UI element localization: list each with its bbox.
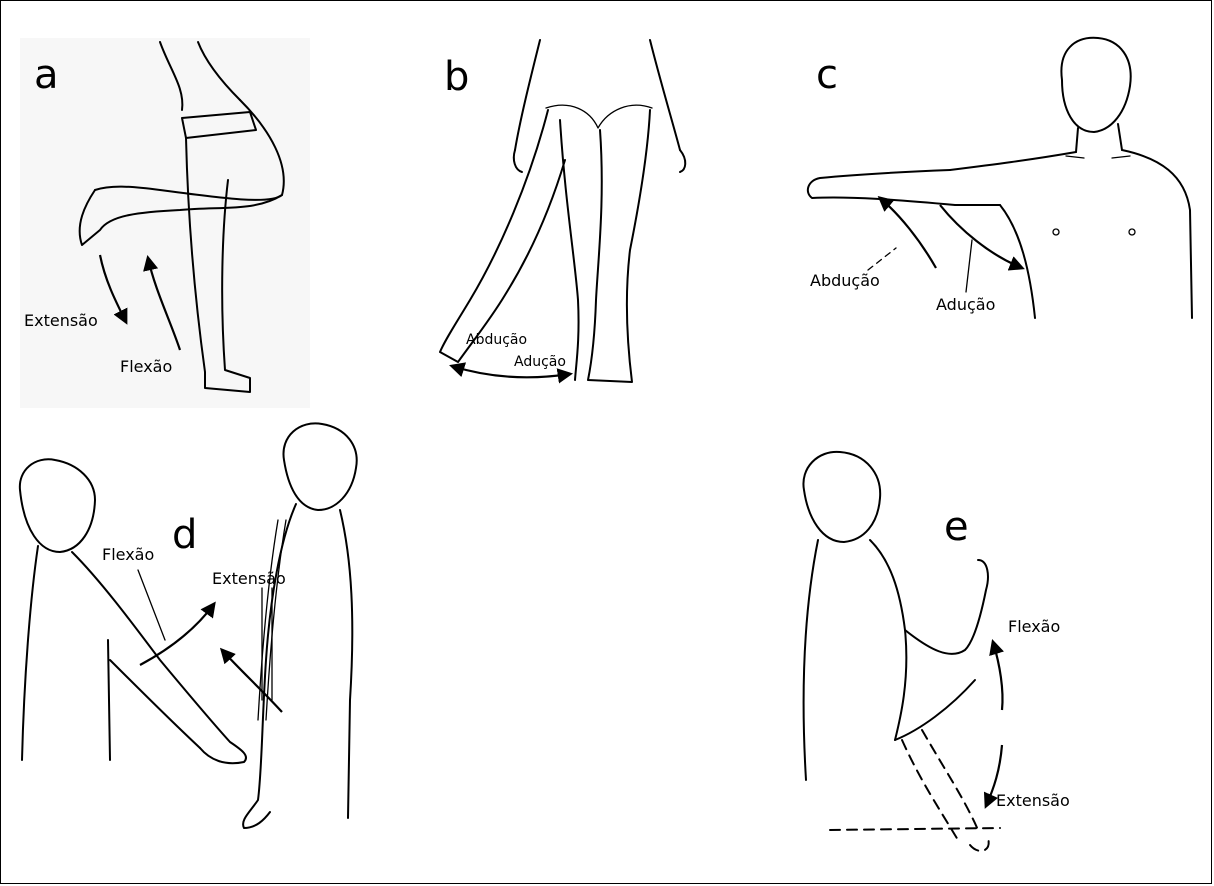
flexion-arrow xyxy=(140,604,214,665)
label-flexion: Flexão xyxy=(120,357,172,376)
panel-d: d Flexão Extensão xyxy=(20,423,357,828)
panel-c: c Abdução Adução xyxy=(808,38,1192,318)
extended-forearm-outline xyxy=(922,730,978,830)
label-abduction: Abdução xyxy=(466,332,527,348)
label-extension: Extensão xyxy=(212,569,286,588)
label-extension: Extensão xyxy=(24,311,98,330)
extension-arrow xyxy=(222,650,282,712)
abduction-arrow xyxy=(880,198,936,268)
adduction-arrow xyxy=(940,205,1022,268)
legs-illustration xyxy=(440,40,685,382)
panel-a: a Extensão Flexão xyxy=(20,38,310,408)
flexion-arrow xyxy=(993,642,1003,710)
label-adduction: Adução xyxy=(936,295,995,314)
panel-b-letter: b xyxy=(444,54,469,100)
panel-d-letter: d xyxy=(172,512,197,558)
arm-illustration xyxy=(803,452,987,780)
label-flexion: Flexão xyxy=(102,545,154,564)
panel-c-letter: c xyxy=(816,52,838,98)
label-flexion: Flexão xyxy=(1008,617,1060,636)
panel-e: e Flexão Extensão xyxy=(803,452,1069,851)
label-extension: Extensão xyxy=(996,791,1070,810)
figure-left xyxy=(20,459,246,763)
panel-a-letter: a xyxy=(34,52,59,98)
extended-hand-outline xyxy=(970,838,989,851)
panel-a-background xyxy=(20,38,310,408)
panel-b: b Abdução Adução xyxy=(440,40,685,382)
panel-e-letter: e xyxy=(944,504,969,550)
label-abduction: Abdução xyxy=(810,271,880,290)
extended-forearm-outline xyxy=(902,740,958,840)
figure-right xyxy=(243,423,357,828)
label-adduction: Adução xyxy=(514,354,566,370)
